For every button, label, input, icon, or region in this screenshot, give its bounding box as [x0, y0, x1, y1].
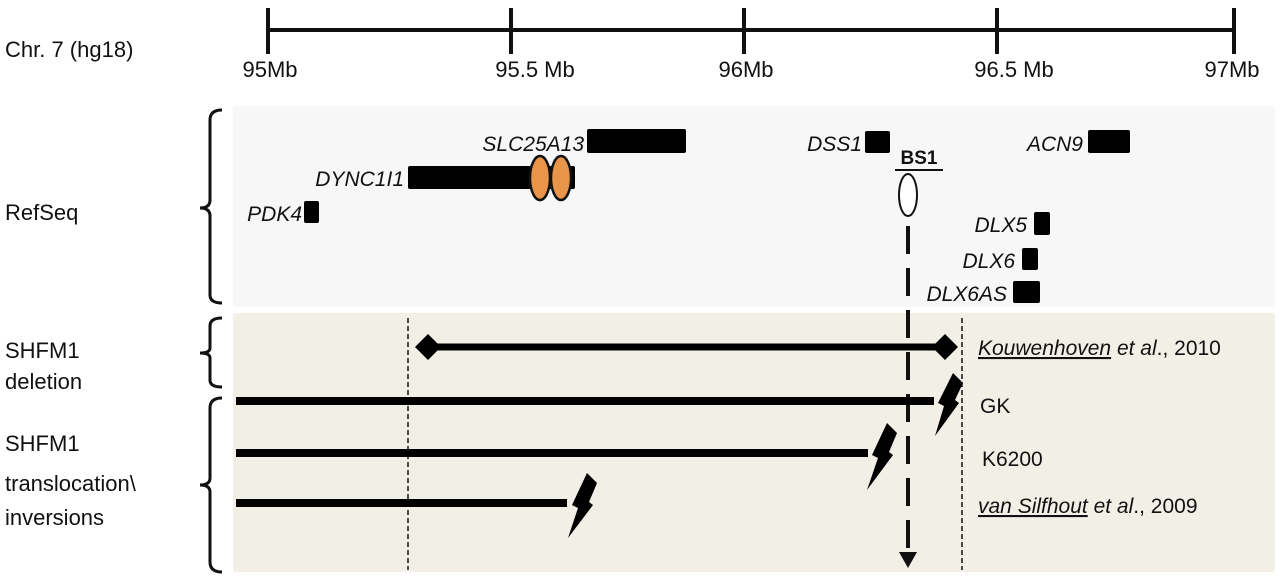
deletion-track-label: deletion	[5, 369, 82, 394]
lightning-icon	[867, 423, 897, 490]
breakpoint-ellipse	[898, 173, 918, 217]
gene-dlx6as	[1013, 281, 1040, 303]
enhancer-ellipse	[528, 154, 552, 202]
gene-dlx6	[1022, 248, 1038, 270]
gene-dlx5	[1034, 212, 1050, 235]
tick-label: 96.5 Mb	[974, 57, 1054, 82]
gene-label-dlx6: DLX6	[962, 250, 1015, 273]
gene-pdk4	[304, 201, 319, 223]
translocation-track-label: inversions	[5, 505, 104, 530]
diamond-icon	[932, 334, 958, 360]
gene-slc25a13	[587, 129, 686, 153]
translocation-track-label: translocation\	[5, 471, 137, 496]
breakpoint-label: BS1	[901, 148, 938, 169]
lightning-icon	[568, 473, 597, 538]
chromosome-axis	[266, 8, 1236, 54]
case-label-kouwenhoven: Kouwenhoven et al., 2010	[978, 337, 1221, 360]
case-label-k6200: K6200	[982, 448, 1043, 471]
gene-label-slc25a13: SLC25A13	[482, 133, 584, 156]
gene-dss1	[865, 131, 890, 153]
tick-label: 95Mb	[242, 57, 297, 82]
gene-acn9	[1088, 130, 1130, 153]
tick-label: 96Mb	[718, 57, 773, 82]
enhancer-ellipse	[549, 154, 573, 202]
deletion-track-label: SHFM1	[5, 338, 80, 363]
tick-label: 97Mb	[1204, 57, 1259, 82]
case-label-vansilfhout: van Silfhout et al., 2009	[978, 495, 1198, 518]
diamond-icon	[415, 334, 441, 360]
case-label-gk: GK	[980, 395, 1010, 418]
brackets	[199, 108, 223, 574]
gene-label-dlx5: DLX5	[974, 214, 1027, 237]
arrow-head-icon	[899, 552, 917, 568]
patient-panel	[233, 313, 1275, 572]
gene-label-pdk4: PDK4	[247, 203, 302, 226]
refseq-panel	[233, 106, 1275, 307]
chromosome-label: Chr. 7 (hg18)	[5, 37, 133, 62]
lightning-icon	[935, 373, 963, 436]
gene-label-dlx6as: DLX6AS	[926, 283, 1007, 306]
gene-label-dync1i1: DYNC1I1	[315, 168, 404, 191]
refseq-track-label: RefSeq	[5, 200, 78, 225]
gene-label-acn9: ACN9	[1025, 133, 1083, 156]
translocation-track-label: SHFM1	[5, 431, 80, 456]
tick-label: 95.5 Mb	[495, 57, 575, 82]
gene-label-dss1: DSS1	[807, 133, 862, 156]
